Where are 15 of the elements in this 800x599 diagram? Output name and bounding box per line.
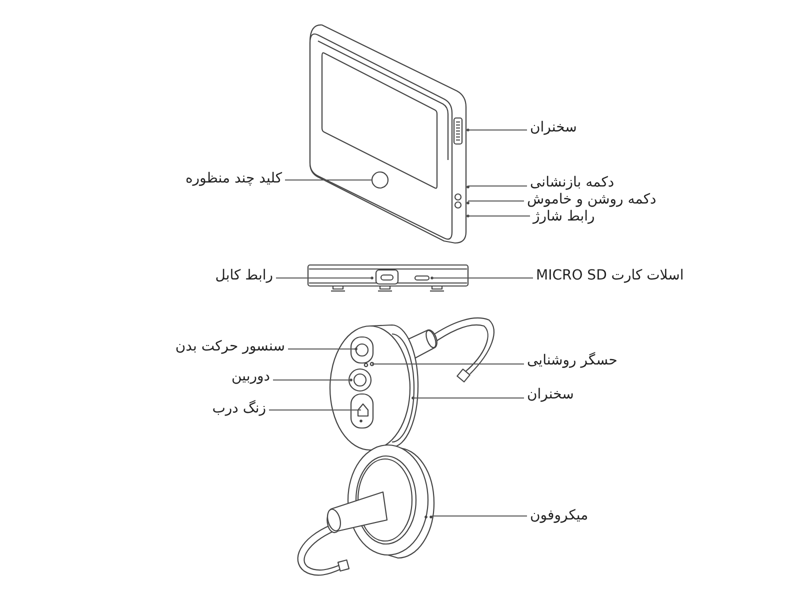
callout-label: اسلات کارت MICRO SD xyxy=(533,268,687,284)
callout-label: سخنران xyxy=(524,387,577,403)
callout-label: سنسور حرکت بدن xyxy=(172,339,288,355)
callout-label: سخنران xyxy=(527,120,580,136)
callout-label: میکروفون xyxy=(527,508,592,524)
callout-label: دکمه روشن و خاموش xyxy=(524,192,660,208)
callout-label: رابط کابل xyxy=(212,268,276,284)
callout-label: کلید چند منظوره xyxy=(182,171,285,187)
leader-line xyxy=(288,348,356,350)
leader-line xyxy=(468,200,524,202)
callout-label: دکمه بازنشانی xyxy=(527,175,618,191)
callout-label: رابط شارژ xyxy=(530,209,598,225)
callout-label: حسگر روشنایی xyxy=(524,353,620,369)
callout-label: دوربین xyxy=(228,369,273,385)
callout-label: زنگ درب xyxy=(209,401,269,417)
